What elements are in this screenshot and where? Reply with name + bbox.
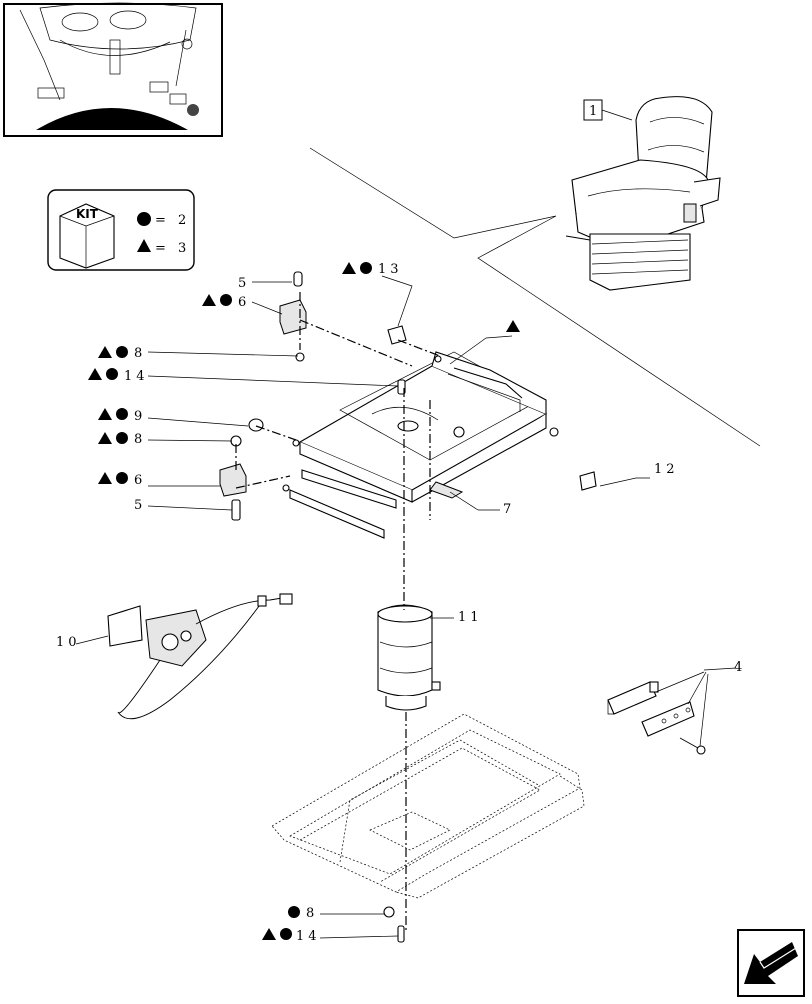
valve-assembly xyxy=(107,593,293,720)
triangle-symbol-icon xyxy=(98,432,112,444)
callout-8-bottom: 8 xyxy=(306,906,318,921)
circle-symbol-icon xyxy=(116,346,128,358)
callout-numbers: 5 6 13 8 14 9 8 6 5 7 12 10 11 4 8 14 xyxy=(56,262,746,944)
triangle-symbol-icon xyxy=(137,239,151,252)
callout-6-bottom: 6 xyxy=(134,473,146,488)
guide-lines xyxy=(309,147,761,447)
triangle-symbol-icon xyxy=(98,408,112,420)
triangle-symbol-icon xyxy=(202,294,216,306)
leader-lines xyxy=(75,275,737,939)
triangle-symbol-icon xyxy=(88,368,102,380)
bottom-fasteners xyxy=(383,906,405,943)
callout-5-bottom: 5 xyxy=(134,498,146,513)
air-spring xyxy=(377,604,441,711)
callout-14-bottom: 14 xyxy=(296,929,321,944)
circle-symbol-icon xyxy=(220,294,232,306)
circle-symbol-icon xyxy=(137,212,151,226)
assembly-axes xyxy=(235,292,441,930)
circle-symbol-icon xyxy=(280,928,292,940)
hardware-parts xyxy=(219,271,597,521)
circle-symbol-icon xyxy=(116,432,128,444)
triangle-symbol-icon xyxy=(506,320,520,332)
triangle-symbol-icon xyxy=(342,262,356,274)
kit-triangle-value: = 3 xyxy=(155,241,190,256)
callout-11: 11 xyxy=(458,610,483,625)
callout-1: 1 xyxy=(589,104,597,119)
base-plate xyxy=(271,713,585,899)
callout-4: 4 xyxy=(734,660,746,675)
circle-symbol-icon xyxy=(116,472,128,484)
callout-6-top: 6 xyxy=(238,295,250,310)
triangle-symbol-icon xyxy=(98,472,112,484)
circle-symbol-icon xyxy=(360,262,372,274)
triangle-symbol-icon xyxy=(98,346,112,358)
callout-symbols xyxy=(88,262,520,940)
location-thumbnail xyxy=(3,2,223,137)
callout-10: 10 xyxy=(56,635,81,650)
callout-9: 9 xyxy=(134,409,146,424)
callout-7: 7 xyxy=(503,502,515,517)
callout-14-top: 14 xyxy=(124,369,149,384)
next-page-arrow-button[interactable] xyxy=(737,929,805,997)
circle-symbol-icon xyxy=(116,408,128,420)
kit-circle-value: = 2 xyxy=(155,213,190,228)
kit-label: KIT xyxy=(76,207,99,221)
suspension-frame xyxy=(282,351,559,539)
callout-8-top: 8 xyxy=(134,346,146,361)
circle-symbol-icon xyxy=(288,906,300,918)
part-4-bracket xyxy=(607,681,706,755)
callout-5-top: 5 xyxy=(238,276,250,291)
callout-8-mid: 8 xyxy=(134,432,146,447)
kit-legend: KIT = 2 = 3 xyxy=(47,189,195,271)
triangle-symbol-icon xyxy=(262,928,276,940)
circle-symbol-icon xyxy=(106,368,118,380)
callout-12: 12 xyxy=(654,462,679,477)
seat-assembly: 1 xyxy=(565,96,721,291)
callout-13: 13 xyxy=(378,262,403,277)
